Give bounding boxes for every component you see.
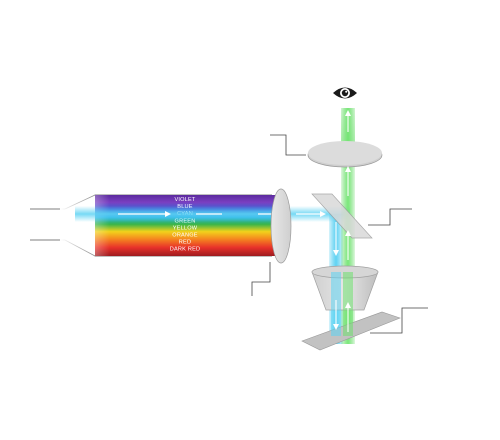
leader-lines (251, 134, 428, 334)
band-label-violet: VIOLET (174, 197, 195, 203)
leader-specimen (370, 307, 428, 334)
band-label-red: RED (179, 240, 191, 246)
emission-filter (307, 141, 383, 168)
leader-emission-filter (270, 134, 306, 156)
excitation-beam-horizontal (75, 206, 350, 222)
band-label-yellow: YELLOW (173, 225, 198, 231)
excitation-filter (270, 188, 292, 264)
leader-dichroic-mirror (368, 208, 412, 226)
beam-arrows (333, 110, 351, 332)
band-label-orange: ORANGE (172, 233, 198, 239)
light-source-spectrum (60, 195, 284, 256)
band-label-dark-red: DARK RED (170, 247, 201, 253)
dichroic-mirror (311, 193, 373, 239)
leader-excitation-filter (251, 262, 271, 296)
eye-icon (333, 87, 357, 99)
